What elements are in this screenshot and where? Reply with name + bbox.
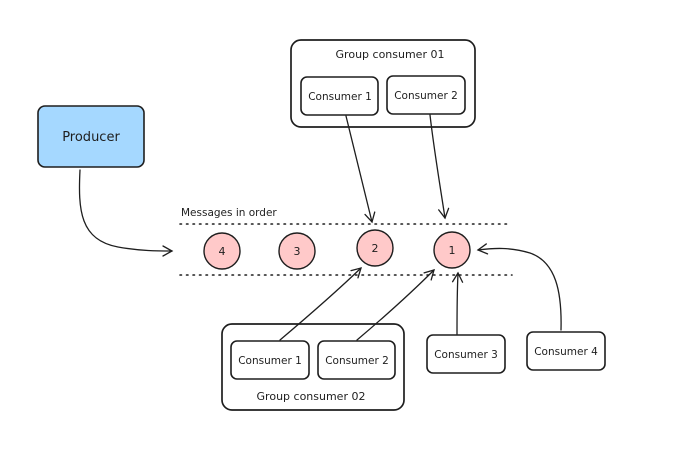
group-02-consumer-1-label: Consumer 1 (238, 355, 302, 367)
message-queue: Messages in order 4 3 2 1 (179, 207, 513, 276)
message-1-circle (433, 231, 471, 269)
group-02-consumer-2-label: Consumer 2 (325, 355, 389, 367)
message-4-label: 4 (219, 245, 226, 258)
arrow-g02-consumer-2-to-message-1 (356, 269, 435, 341)
arrow-g02-consumer-1-to-message-2 (279, 267, 362, 341)
consumer-4-box (526, 331, 606, 371)
group-01-consumer-1: Consumer 1 (300, 76, 379, 116)
group-01-consumer-1-label: Consumer 1 (308, 91, 372, 103)
group-01-consumer-2-box (386, 75, 466, 115)
consumer-4-label: Consumer 4 (534, 346, 598, 358)
message-2: 2 (356, 229, 394, 267)
group-consumer-02-title: Group consumer 02 (257, 390, 366, 403)
producer-box (37, 105, 145, 168)
message-2-label: 2 (372, 242, 379, 255)
group-02-consumer-1-box (230, 340, 310, 380)
message-3-label: 3 (294, 245, 301, 258)
consumer-3-box (426, 334, 506, 374)
group-02-consumer-2: Consumer 2 (317, 340, 396, 380)
group-01-consumer-1-box (300, 76, 379, 116)
arrow-g01-consumer-1-to-message-2 (345, 115, 376, 224)
message-4-circle (203, 232, 241, 270)
arrow-consumer-4-to-message-1 (476, 243, 562, 331)
group-consumer-01: Group consumer 01 Consumer 1 Consumer 2 (290, 39, 476, 128)
message-1: 1 (433, 231, 471, 269)
consumer-3: Consumer 3 (426, 334, 506, 374)
group-02-consumer-2-box (317, 340, 396, 380)
group-01-consumer-2: Consumer 2 (386, 75, 466, 115)
message-4: 4 (203, 232, 241, 270)
arrow-producer-to-queue (78, 169, 174, 257)
consumer-4: Consumer 4 (526, 331, 606, 371)
arrow-consumer-3-to-message-1 (451, 271, 464, 335)
arrow-g01-consumer-2-to-message-1 (429, 114, 450, 220)
group-01-consumer-2-label: Consumer 2 (394, 90, 458, 102)
group-consumer-02: Consumer 1 Consumer 2 Group consumer 02 (221, 323, 405, 411)
producer: Producer (37, 105, 145, 168)
queue-label: Messages in order (181, 207, 277, 219)
producer-label: Producer (62, 130, 120, 145)
group-consumer-01-title: Group consumer 01 (336, 48, 445, 61)
message-2-circle (356, 229, 394, 267)
message-3: 3 (278, 232, 316, 270)
consumer-3-label: Consumer 3 (434, 349, 498, 361)
message-3-circle (278, 232, 316, 270)
message-1-label: 1 (449, 244, 456, 257)
arrows (78, 114, 562, 341)
group-02-consumer-1: Consumer 1 (230, 340, 310, 380)
